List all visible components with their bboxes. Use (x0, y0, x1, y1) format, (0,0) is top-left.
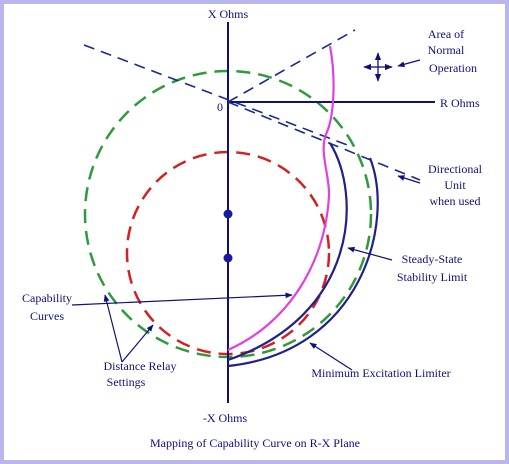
svg-text:Stability Limit: Stability Limit (397, 270, 468, 284)
svg-text:Settings: Settings (107, 375, 146, 389)
directional-unit-line (227, 101, 421, 181)
capability-curves-label: Capability Curves (22, 291, 72, 323)
svg-text:when used: when used (430, 194, 481, 208)
relay-point-upper (223, 209, 233, 219)
diagram-caption: Mapping of Capability Curve on R-X Plane (150, 436, 360, 450)
svg-text:Distance Relay: Distance Relay (104, 359, 177, 373)
min-excitation-limiter-curve (227, 157, 379, 368)
neg-x-axis-label: -X Ohms (203, 411, 248, 425)
svg-text:Normal: Normal (428, 43, 465, 57)
area-normal-operation-label: Area of Normal Operation (428, 27, 477, 75)
normal-operation-boundary-line (227, 29, 356, 103)
distance-relay-settings-label: Distance Relay Settings (104, 359, 177, 389)
four-way-arrow-icon (363, 52, 393, 82)
distance-relay-leader-green (103, 294, 123, 363)
svg-text:Directional: Directional (428, 162, 483, 176)
min-excitation-limiter-label: Minimum Excitation Limiter (311, 366, 450, 380)
steady-state-limit-curve (227, 142, 348, 362)
r-axis-label: R Ohms (440, 96, 480, 110)
svg-text:Curves: Curves (30, 309, 64, 323)
capability-curve (227, 45, 335, 352)
steady-state-stability-label: Steady-State Stability Limit (397, 252, 468, 284)
x-axis-label: X Ohms (208, 7, 249, 21)
svg-text:Unit: Unit (444, 178, 466, 192)
distance-relay-leader-red (121, 324, 154, 363)
directional-unit-label: Directional Unit when used (428, 162, 483, 208)
steady-state-leader (347, 246, 393, 261)
capability-curves-leader (71, 292, 293, 306)
area-normal-leader (397, 59, 421, 68)
directional-unit-leader (397, 175, 421, 184)
upper-boundary-line (83, 44, 351, 147)
relay-point-lower (223, 253, 233, 263)
min-excitation-leader (309, 342, 353, 371)
svg-text:Area of: Area of (428, 27, 464, 41)
svg-text:Steady-State: Steady-State (402, 252, 463, 266)
svg-text:Operation: Operation (429, 61, 477, 75)
svg-text:Capability: Capability (22, 291, 72, 305)
origin-label: 0 (217, 100, 223, 114)
